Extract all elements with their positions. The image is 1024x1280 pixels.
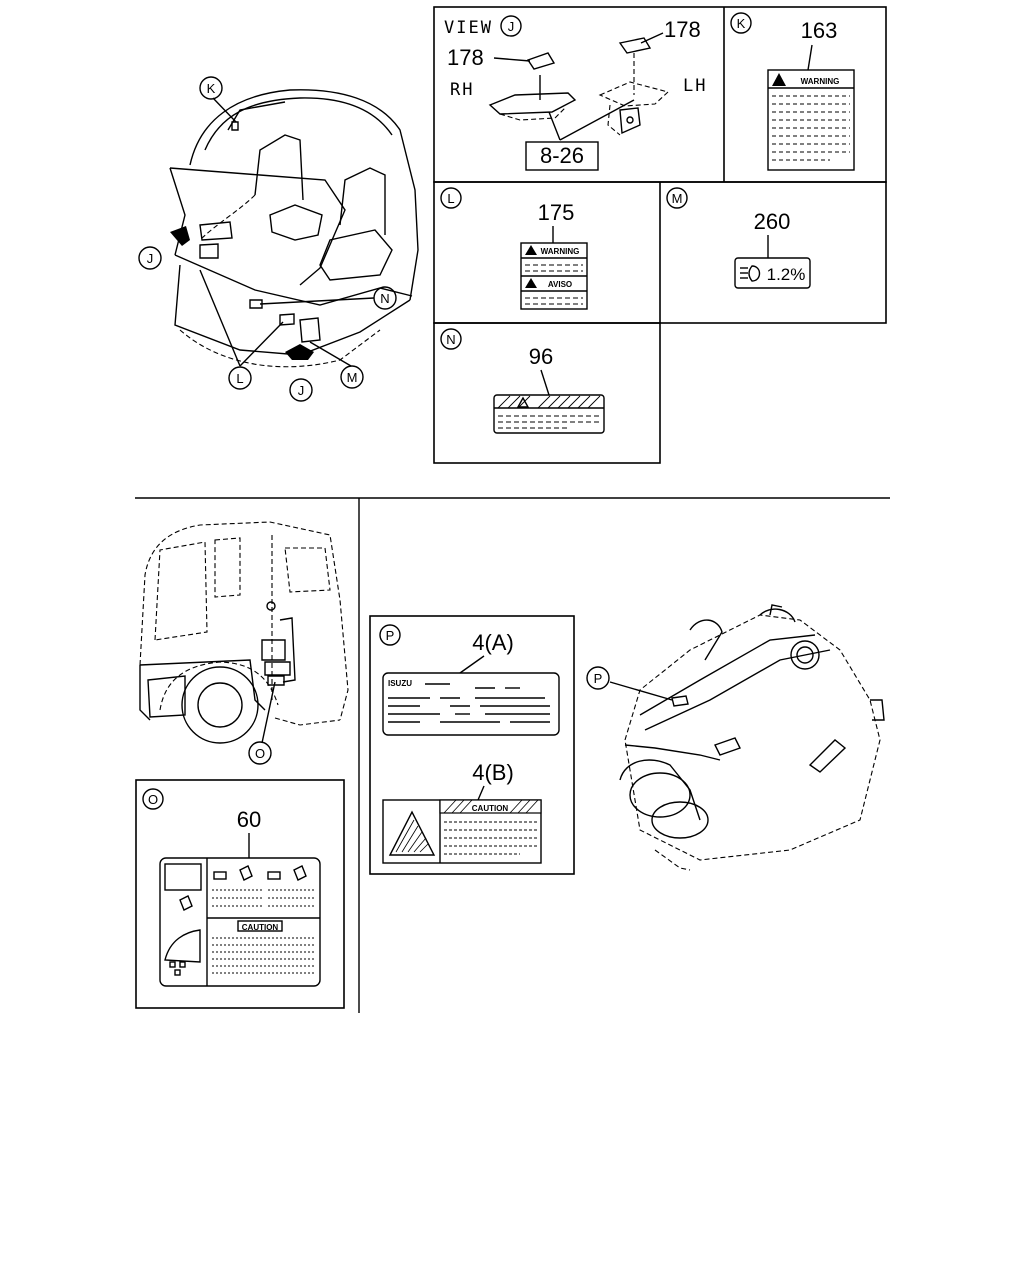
- panel-p: P 4(A) ISUZU 4(B) CAUTION: [369, 615, 575, 875]
- cab-interior-illustration: [169, 89, 419, 368]
- callout-m: M: [340, 365, 364, 389]
- panel-m-callout-text: M: [672, 191, 683, 206]
- panel-p-brand-text: ISUZU: [388, 679, 412, 688]
- view-j-lh: LH: [683, 76, 707, 96]
- panel-p-part-b: 4(B): [472, 760, 514, 785]
- panel-n: N 96: [440, 328, 605, 434]
- callout-m-text: M: [347, 370, 358, 385]
- callout-n: N: [373, 286, 397, 310]
- callout-p-text: P: [594, 671, 603, 686]
- panel-p-callout-text: P: [386, 628, 395, 643]
- callout-n-text: N: [380, 291, 389, 306]
- view-j-rh: RH: [450, 80, 474, 100]
- truck-exterior-illustration: [139, 521, 349, 744]
- callout-o: O: [248, 741, 272, 765]
- panel-o-caution-text: CAUTION: [242, 923, 279, 932]
- view-j-part-178-right: 178: [664, 17, 701, 42]
- callout-k: K: [199, 76, 223, 100]
- panel-m: M 260 1.2%: [666, 187, 811, 289]
- engine-illustration: [609, 604, 885, 871]
- callout-j-left: J: [138, 246, 162, 270]
- view-j-part-178-left: 178: [447, 45, 484, 70]
- panel-o: O 60 CAUTION: [135, 779, 345, 1009]
- panel-o-callout-text: O: [148, 792, 158, 807]
- panel-n-callout-text: N: [446, 332, 455, 347]
- callout-k-text: K: [207, 81, 216, 96]
- panel-n-part: 96: [529, 344, 553, 369]
- panel-grid-top: [433, 6, 887, 464]
- panel-k-callout-text: K: [737, 16, 746, 31]
- callout-j-left-text: J: [147, 251, 154, 266]
- callout-j-bottom-text: J: [298, 383, 305, 398]
- view-j-title: VIEW: [444, 18, 493, 38]
- panel-view-j: VIEW J 178 178 RH LH 8-26: [444, 15, 707, 171]
- panel-p-part-a: 4(A): [472, 630, 514, 655]
- panel-l-aviso-text: AVISO: [548, 280, 572, 289]
- view-j-callout-text: J: [508, 19, 515, 34]
- panel-m-value: 1.2%: [767, 265, 806, 284]
- panel-o-part: 60: [237, 807, 261, 832]
- panel-k-part: 163: [801, 18, 838, 43]
- panel-l-warning-text: WARNING: [541, 247, 580, 256]
- panel-m-part: 260: [754, 209, 791, 234]
- view-j-ref: 8-26: [540, 143, 584, 168]
- callout-p: P: [586, 666, 610, 690]
- panel-l-part: 175: [538, 200, 575, 225]
- callout-o-text: O: [255, 746, 265, 761]
- panel-p-caution-text: CAUTION: [472, 804, 509, 813]
- callout-l-text: L: [236, 371, 243, 386]
- callout-l: L: [228, 366, 252, 390]
- panel-k-warning-text: WARNING: [801, 77, 840, 86]
- panel-l-callout-text: L: [447, 191, 454, 206]
- panel-l: L 175 WARNING AVISO: [440, 187, 588, 310]
- panel-k: K 163 WARNING: [730, 12, 855, 171]
- callout-j-bottom: J: [289, 378, 313, 402]
